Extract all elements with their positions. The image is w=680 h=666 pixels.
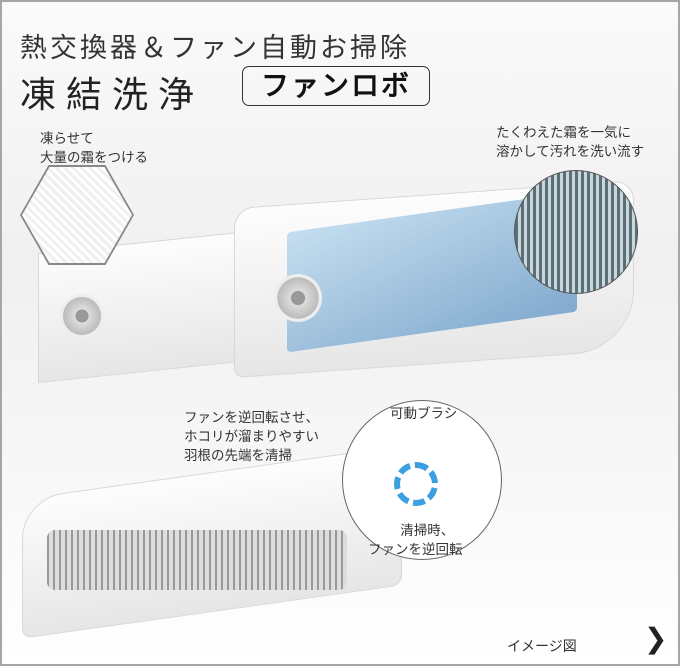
frost-note: 凍らせて 大量の霜をつける (40, 130, 148, 168)
note-line: 溶かして汚れを洗い流す (496, 144, 645, 160)
note-line: 羽根の先端を清掃 (184, 448, 292, 464)
brush-label: 可動ブラシ (390, 406, 458, 422)
subtitle: 熱交換器＆ファン自動お掃除 (20, 33, 410, 64)
fan-robo-badge: ファンロボ (242, 66, 430, 106)
cross-flow-fan (47, 530, 347, 590)
note-line: 凍らせて (40, 131, 94, 147)
note-line: ファンを逆回転 (368, 542, 463, 558)
note-line: ファンを逆回転させ、 (184, 410, 319, 426)
fan-icon (274, 274, 322, 322)
fan-ring (394, 462, 438, 506)
chevron-right-icon[interactable]: ❯ (644, 622, 668, 655)
note-line: たくわえた霜を一気に (496, 125, 631, 141)
reverse-note: 清掃時、 ファンを逆回転 (368, 522, 463, 560)
note-line: 清掃時、 (400, 523, 455, 539)
melt-note: たくわえた霜を一気に 溶かして汚れを洗い流す (496, 124, 644, 162)
image-caption: イメージ図 (507, 639, 577, 655)
note-line: 大量の霜をつける (40, 150, 148, 166)
coil-closeup (514, 170, 638, 294)
fan-icon (60, 294, 104, 338)
fan-clean-note: ファンを逆回転させ、 ホコリが溜まりやすい 羽根の先端を清掃 (184, 409, 319, 466)
page-title: 凍結洗浄 (20, 75, 205, 116)
note-line: ホコリが溜まりやすい (184, 429, 319, 445)
